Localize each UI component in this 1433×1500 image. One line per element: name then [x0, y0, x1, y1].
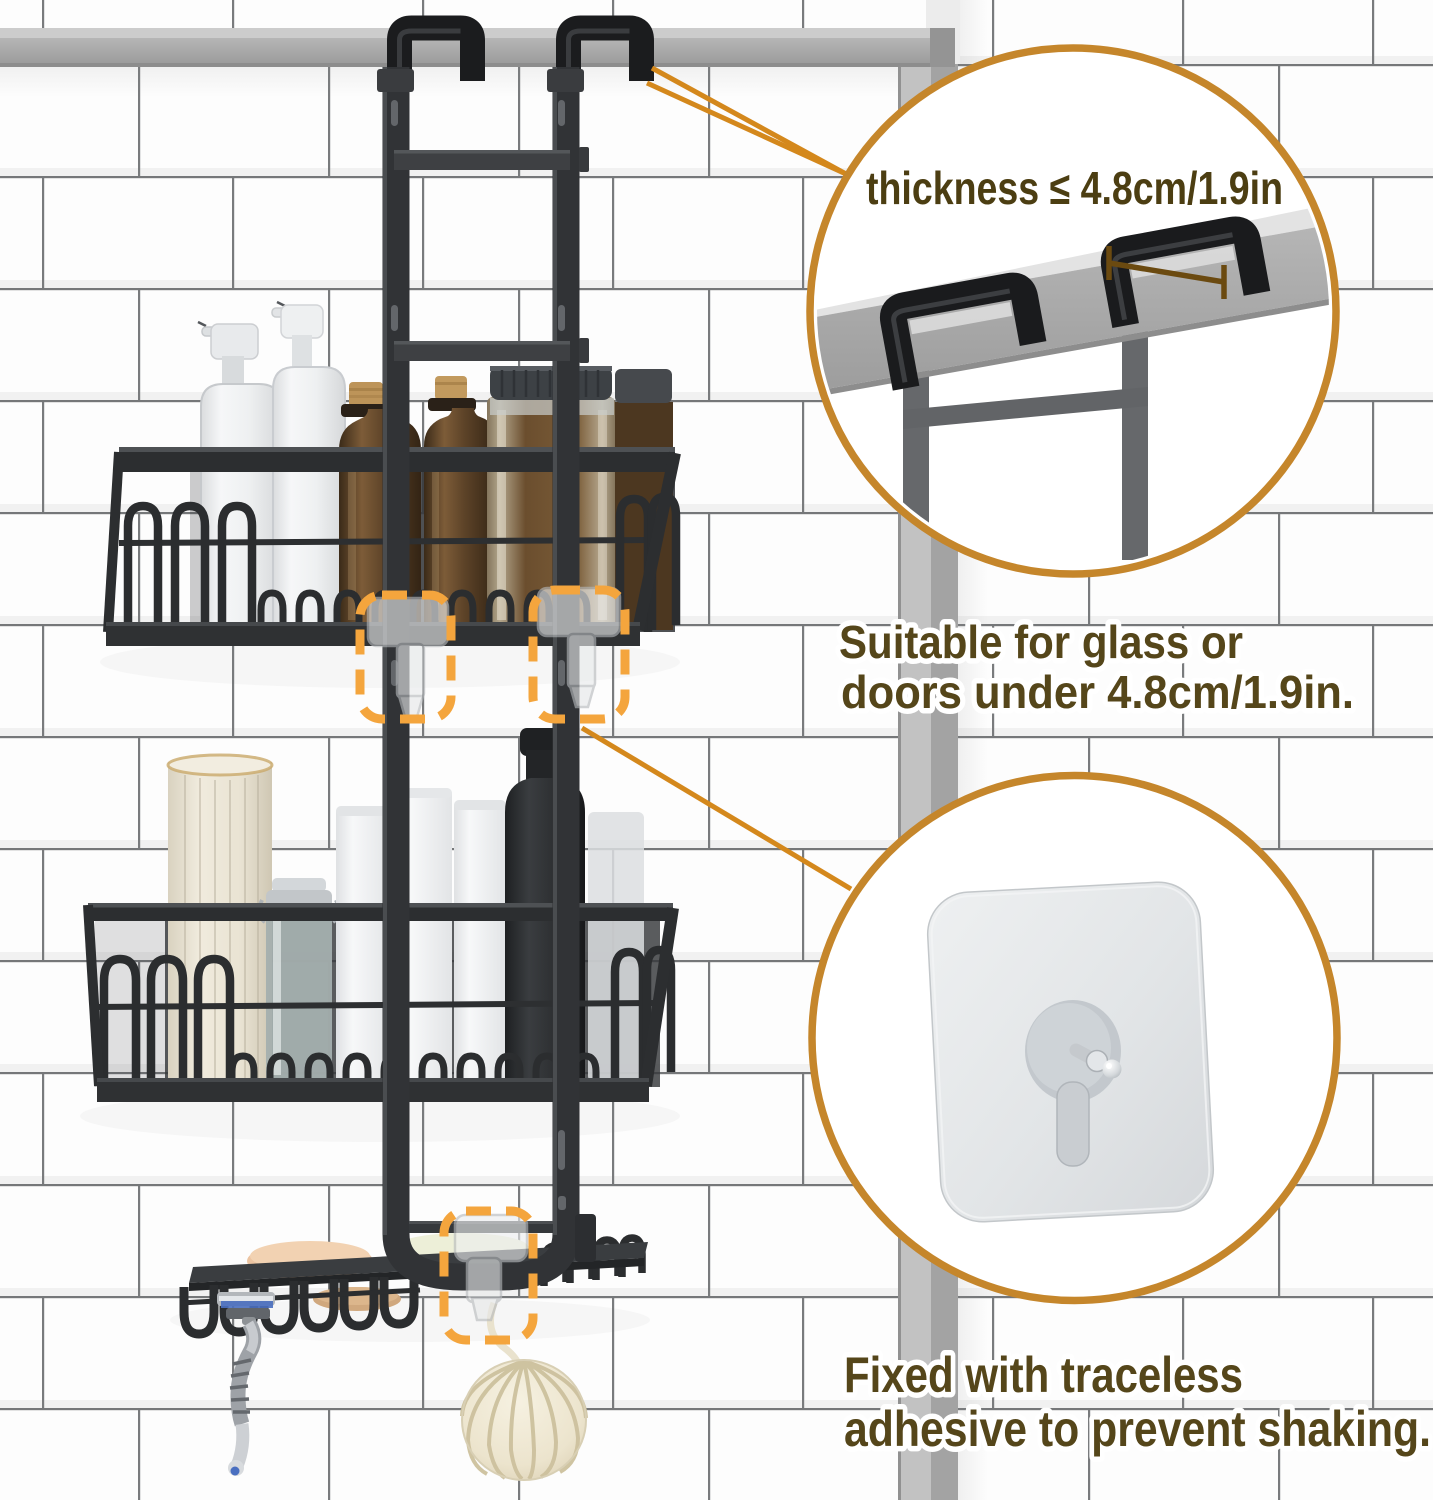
svg-text:adhesive to prevent shaking.: adhesive to prevent shaking. [844, 1401, 1431, 1457]
svg-text:thickness ≤ 4.8cm/1.9in: thickness ≤ 4.8cm/1.9in [866, 162, 1283, 214]
svg-text:Fixed with traceless: Fixed with traceless [844, 1347, 1243, 1403]
svg-text:doors under 4.8cm/1.9in.: doors under 4.8cm/1.9in. [841, 666, 1354, 718]
svg-text:Suitable for glass or: Suitable for glass or [839, 616, 1243, 668]
